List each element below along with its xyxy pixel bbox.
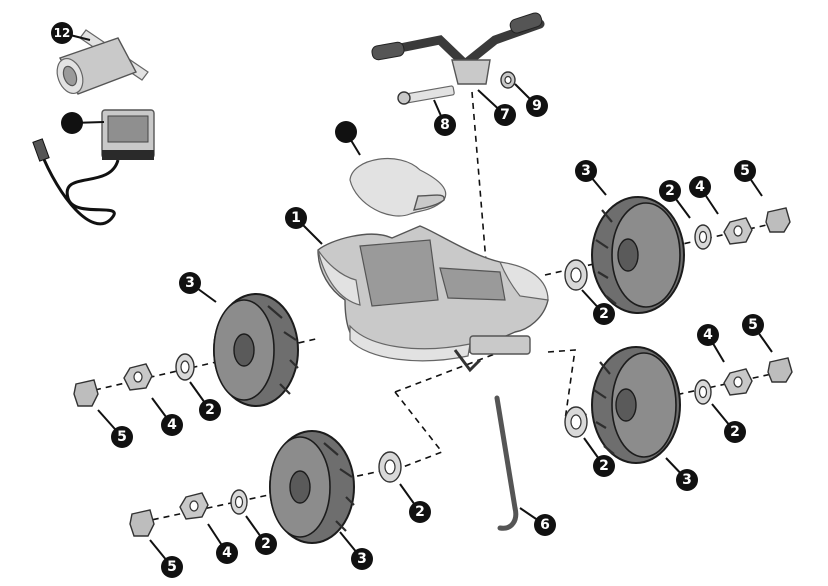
callout-6-label: 6 [540,517,550,533]
callout-2-label: 2 [415,504,425,520]
callout-5-d: 5 [161,556,183,578]
callout-2-label: 2 [599,306,609,322]
callout-2-e: 2 [199,399,221,421]
callout-7: 7 [494,104,516,126]
handlebar-icon [371,12,545,85]
callout-3-label: 3 [357,551,367,567]
callout-2-a: 2 [659,180,681,202]
callout-2-f: 2 [409,501,431,523]
callout-3-front-left: 3 [351,548,373,570]
callout-5-label: 5 [748,317,758,333]
nut-3-icon [723,217,753,245]
hub-cap-2-icon [129,509,155,537]
nut-1-icon [123,363,153,391]
quad-body-icon [317,225,549,373]
hub-cap-4-icon [767,357,793,383]
nut-2-icon [179,492,209,520]
callout-2-label: 2 [730,424,740,440]
callout-3-rear-right: 3 [575,160,597,182]
callout-5-label: 5 [117,429,127,445]
callout-2-d: 2 [593,455,615,477]
callout-3-rear-left: 3 [179,272,201,294]
callout-2-g: 2 [255,533,277,555]
washer-7-icon [694,379,712,405]
wheel-front-left-icon [269,430,355,544]
washer-6-icon [564,406,588,438]
hub-cap-3-icon [765,207,791,233]
callout-8-label: 8 [440,117,450,133]
callout-group: 12 1 3 3 3 3 2 2 2 2 2 2 2 4 4 4 4 5 5 5… [51,22,764,578]
callout-12 [335,121,357,143]
callout-4-label: 4 [222,545,232,561]
bolt-icon [397,85,455,105]
washer-4-icon [564,259,588,291]
callout-4-label: 4 [695,179,705,195]
callout-4-label: 4 [167,417,177,433]
callout-5-c: 5 [111,426,133,448]
callout-5-b: 5 [742,314,764,336]
callout-4-label: 4 [703,327,713,343]
washer-1-icon [175,353,195,381]
lock-nut-icon [500,71,516,89]
callout-2-c: 2 [724,421,746,443]
callout-8: 8 [434,114,456,136]
callout-2-b: 2 [593,303,615,325]
callout-2-label: 2 [665,183,675,199]
washer-5-icon [694,224,712,250]
callout-10-label: 12 [54,26,71,40]
wheel-rear-right-icon [591,196,685,314]
callout-4-b: 4 [697,324,719,346]
hub-cap-1-icon [73,379,99,407]
callout-10: 12 [51,22,73,44]
callout-3-label: 3 [682,472,692,488]
callout-1-label: 1 [291,210,301,226]
callout-1: 1 [285,207,307,229]
callout-4-d: 4 [216,542,238,564]
steering-rod-icon [494,395,519,531]
callout-2-label: 2 [599,458,609,474]
callout-4-c: 4 [161,414,183,436]
seat-icon [349,157,447,217]
callout-4-a: 4 [689,176,711,198]
callout-11 [61,112,83,134]
callout-9: 9 [526,95,548,117]
callout-3-label: 3 [185,275,195,291]
callout-5-label: 5 [740,163,750,179]
callout-3-front-right: 3 [676,469,698,491]
callout-7-label: 7 [500,107,510,123]
washer-3-icon [378,451,402,483]
wheel-rear-left-icon [213,293,299,407]
wrench-icon [56,29,149,95]
callout-3-label: 3 [581,163,591,179]
callout-9-label: 9 [532,98,542,114]
callout-6: 6 [534,514,556,536]
callout-5-a: 5 [734,160,756,182]
wheel-front-right-icon [591,346,681,464]
callout-2-label: 2 [205,402,215,418]
callout-2-label: 2 [261,536,271,552]
charger-icon [32,109,155,226]
callout-5-label: 5 [167,559,177,575]
nut-4-icon [723,368,753,396]
washer-2-icon [230,489,248,515]
